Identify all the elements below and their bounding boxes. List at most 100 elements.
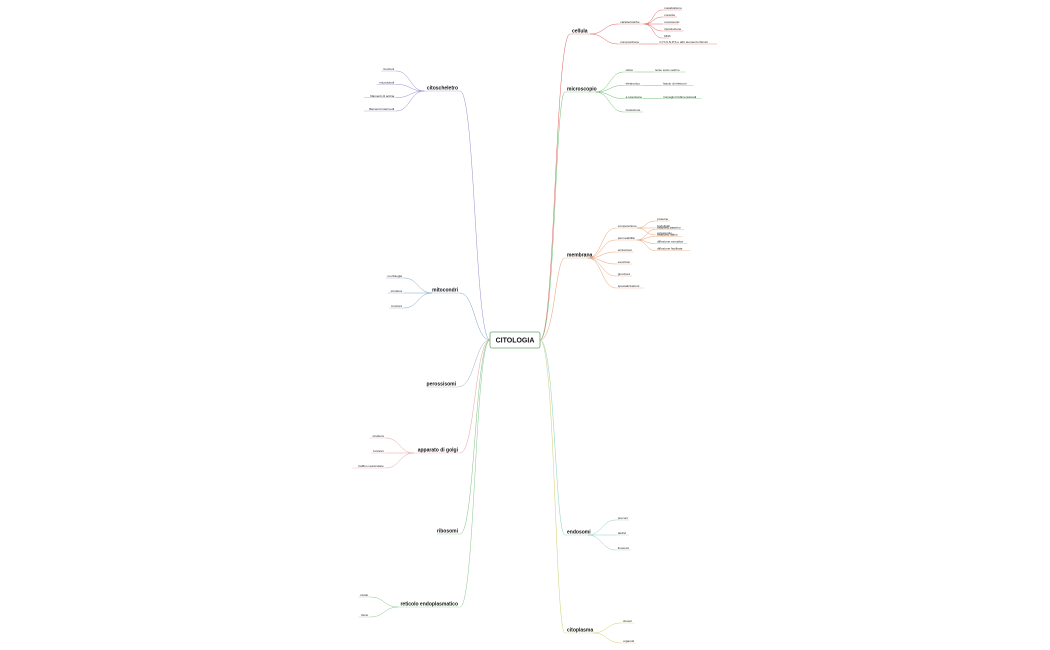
central-node: CITOLOGIA — [489, 331, 541, 349]
node-tardivi[interactable]: tardivi — [587, 531, 629, 536]
node-label: composizione — [618, 224, 637, 228]
node-connector — [595, 91, 624, 99]
leaf-diffusione-semplice[interactable]: diffusione semplice — [657, 240, 684, 244]
leaf-diffusione-facilitata[interactable]: diffusione facilitata — [657, 247, 683, 251]
node-struttura[interactable]: struttura — [369, 434, 414, 454]
branch-perossisomi[interactable]: perossisomi — [427, 339, 491, 388]
leaf-connector — [644, 23, 663, 32]
node-label: permeabilità — [618, 236, 635, 240]
leaf-immagini-tridimensionali[interactable]: immagini tridimensionali — [663, 95, 696, 99]
leaf-crescita[interactable]: crescita — [664, 13, 675, 17]
branch-label: apparato di golgi — [418, 448, 459, 454]
node-filamenti-di-actina[interactable]: filamenti di actina — [363, 90, 425, 98]
branch-membrana[interactable]: membranacomposizioneproteinefosfolipidic… — [539, 217, 691, 341]
node-label: liscio — [361, 613, 368, 617]
node-label: ruvido — [360, 593, 369, 597]
leaf-movimento[interactable]: movimento — [664, 20, 679, 24]
node-funzioni[interactable]: funzioni — [371, 449, 414, 454]
node-a-scansione[interactable]: a scansione immagini tridimensionali — [595, 91, 702, 99]
node-label: a scansione — [626, 95, 643, 99]
branch-label: citoscheletro — [427, 86, 458, 92]
branch-citoscheletro[interactable]: citoscheletro funzioni microtubuli filament… — [363, 67, 491, 341]
node-risoluzione[interactable]: risoluzione — [595, 91, 644, 113]
node-label: caratteristiche — [620, 20, 640, 24]
node-ruvido[interactable]: ruvido — [358, 593, 399, 608]
node-label: funzioni — [384, 67, 395, 71]
node-label: precoci — [618, 516, 628, 520]
node-filamenti-intermedi[interactable]: filamenti intermedi — [363, 90, 425, 112]
branch-label: ribosomi — [437, 529, 459, 535]
branch-connector — [459, 339, 491, 608]
branch-connector — [539, 91, 566, 341]
leaf-fosfolipidi[interactable]: fosfolipidi — [657, 224, 670, 228]
leaf-dna[interactable]: DNA — [664, 34, 671, 38]
node-citosol[interactable]: citosol — [592, 619, 635, 634]
leaf-connector — [644, 23, 663, 39]
leaf-c-h-o-n-p-s-e-altri-elementi-chimici[interactable]: C,H,O,N,P,S e altri elementi chimici — [659, 40, 708, 44]
node-morfologia[interactable]: morfologia — [386, 274, 433, 294]
branch-label: citoplasma — [567, 628, 593, 634]
leaf-metabolismo[interactable]: metabolismo — [664, 6, 682, 10]
node-connector — [587, 257, 616, 289]
node-caratteristiche[interactable]: caratteristiche metabolismo crescita movime… — [590, 6, 684, 39]
node-permeabilita[interactable]: permeabilità trasporto passivo trasporto a… — [587, 226, 691, 259]
leaf-connector — [636, 227, 656, 236]
leaf-connector — [644, 16, 663, 25]
leaf-proteine[interactable]: proteine — [657, 217, 668, 221]
leaf-connector — [636, 239, 656, 251]
node-connector — [396, 70, 425, 92]
node-label: giunzioni — [618, 272, 631, 276]
node-liscio[interactable]: liscio — [358, 606, 399, 618]
node-connector — [590, 23, 619, 35]
leaf-trasporto-attivo[interactable]: trasporto attivo — [657, 233, 678, 237]
node-lisosomi[interactable]: lisosomi — [587, 534, 631, 551]
node-label: traffico vescicolare — [358, 464, 384, 468]
node-organuli[interactable]: organuli — [592, 632, 636, 644]
node-traffico-vescicolare[interactable]: traffico vescicolare — [351, 452, 414, 469]
node-label: filamenti di actina — [370, 94, 394, 98]
node-label: endocitosi — [618, 248, 632, 252]
leaf-trasporto-passivo[interactable]: trasporto passivo — [657, 226, 681, 230]
branch-ribosomi[interactable]: ribosomi — [437, 339, 491, 535]
node-specializzazioni[interactable]: specializzazioni — [587, 257, 644, 289]
leaf-fascio-di-elettroni[interactable]: fascio di elettroni — [663, 82, 687, 86]
node-endocitosi[interactable]: endocitosi — [587, 248, 634, 259]
node-label: tardivi — [618, 531, 627, 535]
leaf-colesterolo[interactable]: colesterolo — [657, 231, 672, 235]
node-label: struttura — [372, 434, 384, 438]
leaf-riproduzione[interactable]: riproduzione — [664, 27, 681, 31]
leaf-lente-sotto-vetrino[interactable]: lente sotto vetrino — [655, 68, 680, 72]
branch-connector — [539, 33, 571, 341]
branch-connector — [459, 339, 491, 535]
branch-connector — [459, 90, 491, 341]
branch-cellula[interactable]: cellulacaratteristichemetabolismocrescit… — [539, 6, 717, 341]
node-connector — [385, 452, 414, 469]
central-title: CITOLOGIA — [496, 338, 535, 345]
node-struttura[interactable]: struttura — [387, 289, 433, 294]
branch-connector — [459, 292, 491, 341]
leaf-connector — [636, 220, 656, 229]
node-funzioni[interactable]: funzioni — [389, 292, 433, 309]
node-label: funzioni — [391, 304, 402, 308]
node-connector — [587, 534, 616, 551]
node-label: microtubuli — [379, 81, 394, 85]
branch-connector — [539, 339, 566, 634]
branch-connector — [459, 339, 491, 454]
node-funzioni[interactable]: funzioni — [381, 67, 425, 92]
node-connector — [370, 596, 399, 608]
node-label: struttura — [391, 289, 403, 293]
node-precoci[interactable]: precoci — [587, 516, 629, 536]
node-connector — [403, 277, 433, 294]
branch-golgi[interactable]: apparato di golgi struttura funzioni traffi… — [351, 339, 491, 469]
branch-label: mitocondri — [432, 288, 458, 294]
node-microtubuli[interactable]: microtubuli — [376, 81, 425, 92]
